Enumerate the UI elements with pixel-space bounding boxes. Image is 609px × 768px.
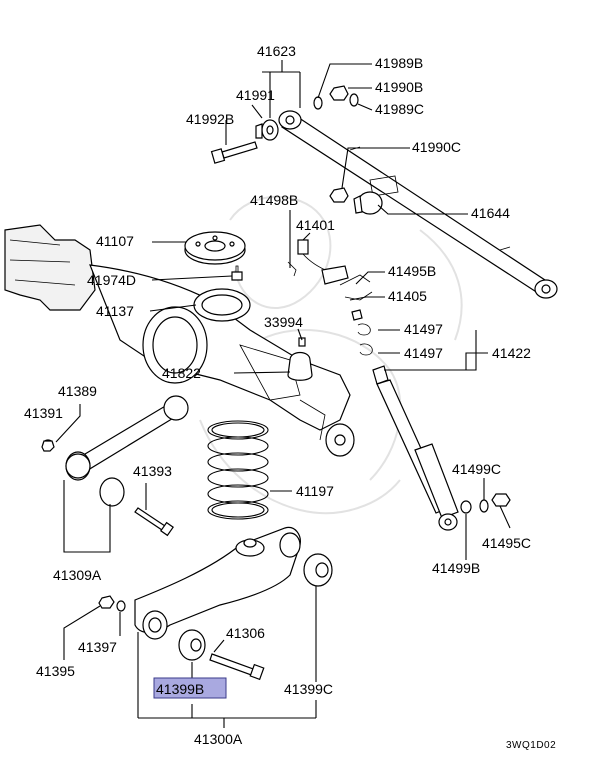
axle-housing xyxy=(4,224,355,457)
label-41495B[interactable]: 41495B xyxy=(388,263,436,279)
nut-41499C xyxy=(479,493,511,513)
label-41389[interactable]: 41389 xyxy=(58,383,97,399)
label-41623[interactable]: 41623 xyxy=(257,43,296,59)
bushing-41991 xyxy=(255,119,279,141)
label-41990B[interactable]: 41990B xyxy=(375,79,423,95)
label-41309A[interactable]: 41309A xyxy=(53,567,102,583)
label-41397[interactable]: 41397 xyxy=(78,639,117,655)
label-41644[interactable]: 41644 xyxy=(471,205,510,221)
label-41391[interactable]: 41391 xyxy=(24,405,63,421)
label-41306[interactable]: 41306 xyxy=(226,625,265,641)
label-41974D[interactable]: 41974D xyxy=(87,272,136,288)
bolt-41992B xyxy=(210,141,258,164)
bolt-41974D xyxy=(231,265,243,281)
label-41405[interactable]: 41405 xyxy=(388,288,427,304)
bushing-41309A xyxy=(65,453,125,507)
spring-pad-41137 xyxy=(193,288,251,322)
bumper-41644 xyxy=(329,187,383,215)
label-41991[interactable]: 41991 xyxy=(236,87,275,103)
diagram-code: 3WQ1D02 xyxy=(506,740,556,751)
washer-nut-group xyxy=(313,85,359,110)
part-labels: 41623 41989B 41990B 41991 41989C 41992B … xyxy=(24,43,556,751)
label-41990C[interactable]: 41990C xyxy=(412,139,461,155)
label-41137[interactable]: 41137 xyxy=(96,303,134,319)
label-41989B[interactable]: 41989B xyxy=(375,55,423,71)
label-41495C[interactable]: 41495C xyxy=(482,535,531,551)
label-41497-lower[interactable]: 41497 xyxy=(404,345,443,361)
bushing-41399B xyxy=(178,629,206,661)
coil-spring-41197 xyxy=(207,420,269,520)
label-41499B[interactable]: 41499B xyxy=(432,560,480,576)
bolt-41393 xyxy=(134,507,174,537)
bolt-41306 xyxy=(209,653,265,681)
spring-seat-41107 xyxy=(184,231,246,265)
shock-absorber-41422 xyxy=(372,365,472,531)
highlight-box-41399B xyxy=(153,677,227,699)
label-41300A[interactable]: 41300A xyxy=(194,731,243,747)
watermark-logo xyxy=(199,195,463,515)
label-41401[interactable]: 41401 xyxy=(296,217,335,233)
label-41499C[interactable]: 41499C xyxy=(452,461,501,477)
bracket-group xyxy=(339,274,373,356)
upper-control-rod xyxy=(278,110,558,299)
label-41422[interactable]: 41422 xyxy=(492,345,531,361)
label-41822[interactable]: 41822 xyxy=(162,365,201,381)
bushing-41399C xyxy=(303,553,333,587)
label-41399B[interactable]: 41399B xyxy=(156,681,204,697)
label-33994[interactable]: 33994 xyxy=(264,314,303,330)
lower-arm-41300A xyxy=(134,526,301,640)
label-41197[interactable]: 41197 xyxy=(296,483,334,499)
label-41497-upper[interactable]: 41497 xyxy=(404,321,443,337)
label-41107[interactable]: 41107 xyxy=(96,233,134,249)
label-41992B[interactable]: 41992B xyxy=(186,111,234,127)
nut-41395 xyxy=(98,595,126,612)
label-41393[interactable]: 41393 xyxy=(133,463,172,479)
sensor-41401 xyxy=(287,239,349,285)
label-41989C[interactable]: 41989C xyxy=(375,101,424,117)
label-41395[interactable]: 41395 xyxy=(36,663,75,679)
bump-stopper-41822 xyxy=(287,337,313,381)
label-41498B[interactable]: 41498B xyxy=(250,192,298,208)
label-41399C[interactable]: 41399C xyxy=(284,681,333,697)
